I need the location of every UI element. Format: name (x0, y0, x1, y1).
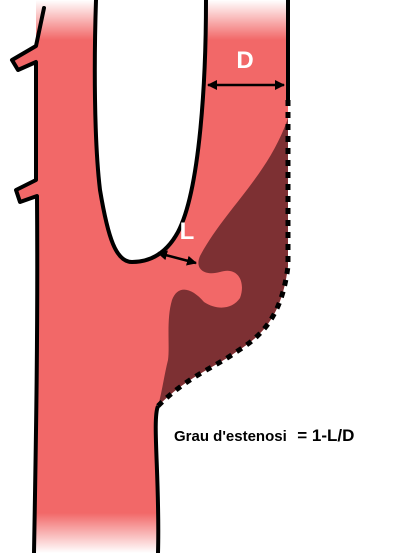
formula-name: Grau d'estenosi (174, 428, 287, 445)
bottom-fade (0, 513, 403, 553)
diameter-label: D (236, 47, 253, 74)
top-fade (0, 0, 403, 40)
lumen-label: L (180, 218, 195, 245)
stenosis-formula: Grau d'estenosi = 1-L/D (174, 426, 354, 445)
formula-expression: = 1-L/D (297, 426, 354, 445)
